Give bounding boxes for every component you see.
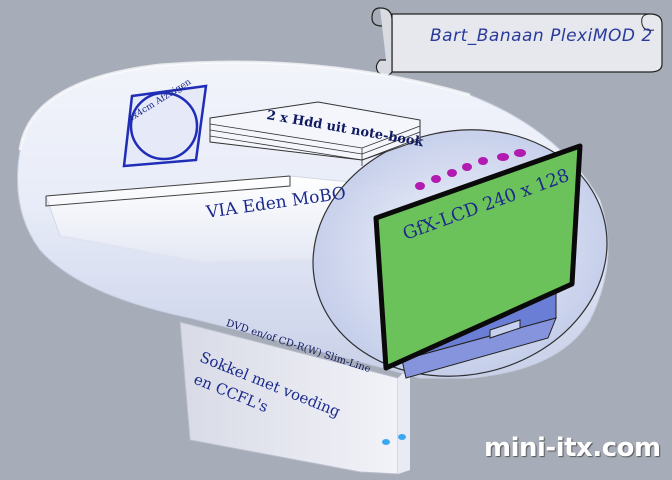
watermark-part3: .com — [592, 433, 661, 463]
title-label: Bart_Banaan PlexiMOD 2 — [430, 26, 653, 46]
led-row-blue — [382, 434, 406, 445]
base-socket — [179, 321, 410, 475]
title-scroll — [371, 7, 663, 77]
watermark-part2: itx — [555, 433, 593, 463]
led-row-purple — [415, 149, 526, 190]
watermark-logo: mini-itx.com — [484, 433, 661, 463]
hdd-stack — [209, 101, 421, 166]
watermark-part1: mini- — [484, 433, 556, 463]
fan-outline — [122, 84, 208, 168]
lcd-panel — [373, 143, 583, 379]
